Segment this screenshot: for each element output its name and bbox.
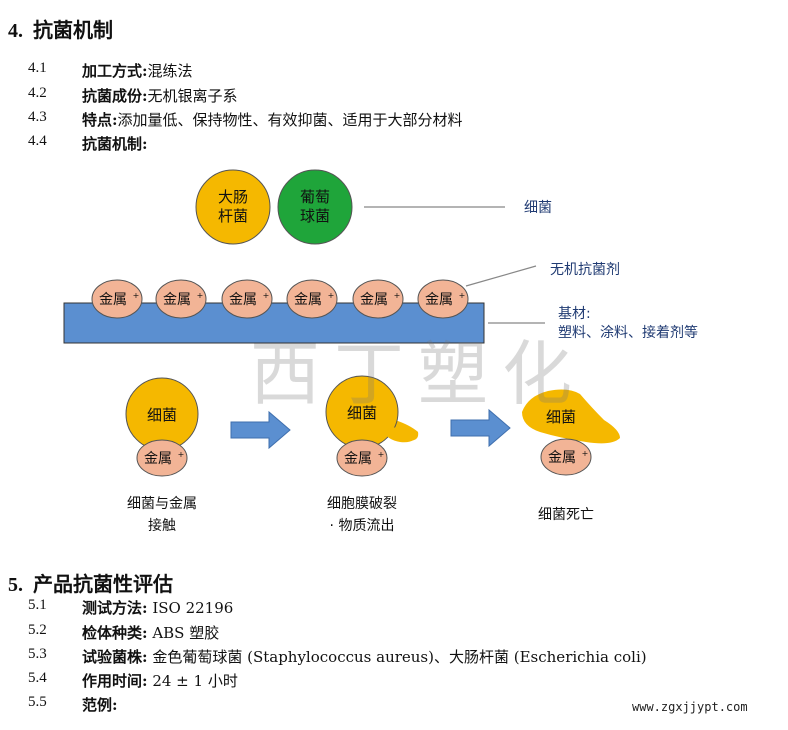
section-4-number: 4.	[8, 20, 23, 42]
section-4-heading: 4. 抗菌机制	[8, 14, 113, 43]
metal-particle: 金属 +	[221, 279, 273, 319]
item-number: 5.5	[28, 694, 47, 710]
watermark: 西丁塑化	[250, 333, 586, 415]
section-5-title: 产品抗菌性评估	[33, 572, 173, 596]
svg-text:+: +	[178, 450, 185, 459]
svg-text:+: +	[459, 291, 466, 300]
item-label: 作用时间:	[82, 672, 148, 690]
svg-text:+: +	[328, 291, 335, 300]
item-label: 特点:	[82, 111, 118, 129]
svg-text:+: +	[133, 291, 140, 300]
item-value: 无机银离子系	[147, 87, 238, 105]
bacterium-label: 细菌	[347, 404, 377, 422]
staph-circle	[277, 169, 353, 245]
item-label: 加工方式:	[82, 62, 148, 80]
item-label: 抗菌机制:	[82, 135, 148, 153]
caption-line: 细胞膜破裂	[327, 496, 397, 512]
ecoli-label-2: 杆菌	[218, 207, 248, 225]
label-substrate-title: 基材:	[558, 306, 591, 322]
item-label: 范例:	[82, 696, 118, 714]
bacterium-label: 细菌	[147, 406, 177, 424]
item-value: 金色葡萄球菌 (Staphylococcus aureus)、大肠杆菌 (Esc…	[152, 648, 647, 666]
item-label: 测试方法:	[82, 599, 148, 617]
item-label: 抗菌成份:	[82, 87, 148, 105]
ecoli-circle	[195, 169, 271, 245]
svg-text:金属: 金属	[344, 451, 372, 467]
item-label: 试验菌株:	[82, 648, 148, 666]
caption-stage-3: 细菌死亡	[538, 507, 594, 523]
label-bacteria: 细菌	[524, 200, 552, 216]
label-inorganic-agent: 无机抗菌剂	[550, 262, 620, 278]
svg-text:金属: 金属	[360, 292, 388, 308]
arrow-right-icon	[230, 410, 291, 450]
dead-bacterium	[522, 389, 620, 444]
item-label: 检体种类:	[82, 624, 148, 642]
item-number: 5.2	[28, 622, 47, 638]
svg-text:+: +	[394, 291, 401, 300]
svg-text:金属: 金属	[99, 292, 127, 308]
metal-particle-stage-2: 金属 +	[336, 439, 388, 477]
svg-text:金属: 金属	[163, 292, 191, 308]
metal-particle-stage-1: 金属 +	[136, 439, 188, 477]
metal-particle: 金属 +	[352, 279, 404, 319]
item-value: 混练法	[147, 62, 193, 80]
caption-line: · 物质流出	[329, 518, 395, 534]
svg-text:+: +	[263, 291, 270, 300]
bacterium-label: 细菌	[546, 408, 576, 426]
arrow-right-icon	[450, 408, 511, 448]
label-substrate-desc: 塑料、涂料、接着剂等	[558, 325, 698, 341]
caption-stage-1: 细菌与金属 接触	[102, 493, 222, 537]
ecoli-label-1: 大肠	[218, 188, 248, 206]
metal-particle-stage-3: 金属 +	[540, 438, 592, 476]
leaking-cytoplasm-overlay	[384, 426, 418, 443]
metal-particle: 金属 +	[286, 279, 338, 319]
caption-line: 细菌与金属	[127, 496, 197, 512]
item-number: 4.1	[28, 60, 47, 76]
svg-text:金属: 金属	[425, 292, 453, 308]
section-4-title: 抗菌机制	[33, 18, 113, 42]
item-number: 4.4	[28, 133, 47, 149]
svg-text:金属: 金属	[229, 292, 257, 308]
section-5-heading: 5. 产品抗菌性评估	[8, 568, 173, 597]
svg-text:金属: 金属	[294, 292, 322, 308]
staph-label-2: 球菌	[300, 207, 330, 225]
svg-text:金属: 金属	[548, 450, 576, 466]
metal-particle: 金属 +	[417, 279, 469, 319]
metal-particle: 金属 +	[91, 279, 143, 319]
item-value: ISO 22196	[152, 599, 234, 617]
item-value: 添加量低、保持物性、有效抑菌、适用于大部分材料	[117, 111, 463, 129]
item-number: 5.4	[28, 670, 47, 686]
item-number: 5.1	[28, 597, 47, 613]
item-number: 4.3	[28, 109, 47, 125]
staph-label-1: 葡萄	[300, 188, 330, 206]
item-number: 4.2	[28, 85, 47, 101]
site-watermark: www.zgxjjypt.com	[632, 700, 748, 714]
caption-stage-2: 细胞膜破裂 · 物质流出	[302, 493, 422, 537]
section-5-number: 5.	[8, 574, 23, 596]
agent-leader-line	[465, 265, 537, 287]
metal-particle: 金属 +	[155, 279, 207, 319]
item-value: 24 ± 1 小时	[152, 672, 238, 690]
item-number: 5.3	[28, 646, 47, 662]
caption-line: 接触	[148, 518, 176, 534]
svg-text:金属: 金属	[144, 451, 172, 467]
svg-text:+: +	[378, 450, 385, 459]
svg-text:+: +	[197, 291, 204, 300]
svg-text:+: +	[582, 449, 589, 458]
item-value: ABS 塑胶	[152, 624, 220, 642]
